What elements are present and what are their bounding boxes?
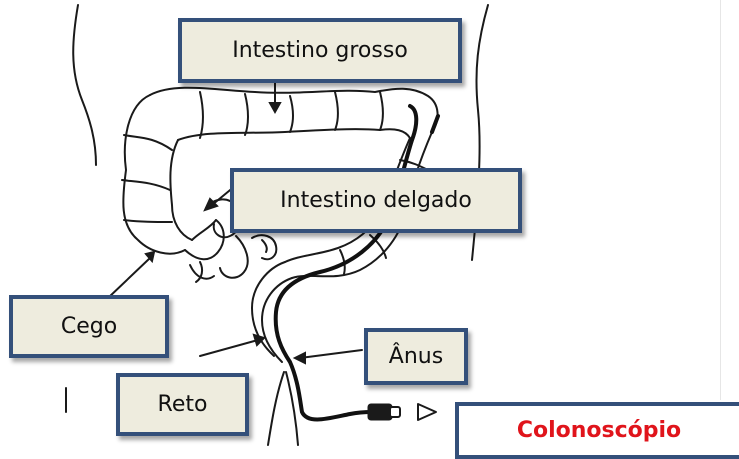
label-reto: Reto — [116, 373, 249, 436]
label-anus: Ânus — [364, 328, 468, 385]
label-cego: Cego — [9, 295, 169, 358]
lower-body-lines — [268, 372, 298, 445]
label-intestino-delgado: Intestino delgado — [230, 168, 522, 233]
label-colonoscopio: Colonoscópio — [455, 402, 739, 459]
edge-rule — [720, 0, 721, 400]
label-intestino-grosso: Intestino grosso — [178, 18, 462, 83]
